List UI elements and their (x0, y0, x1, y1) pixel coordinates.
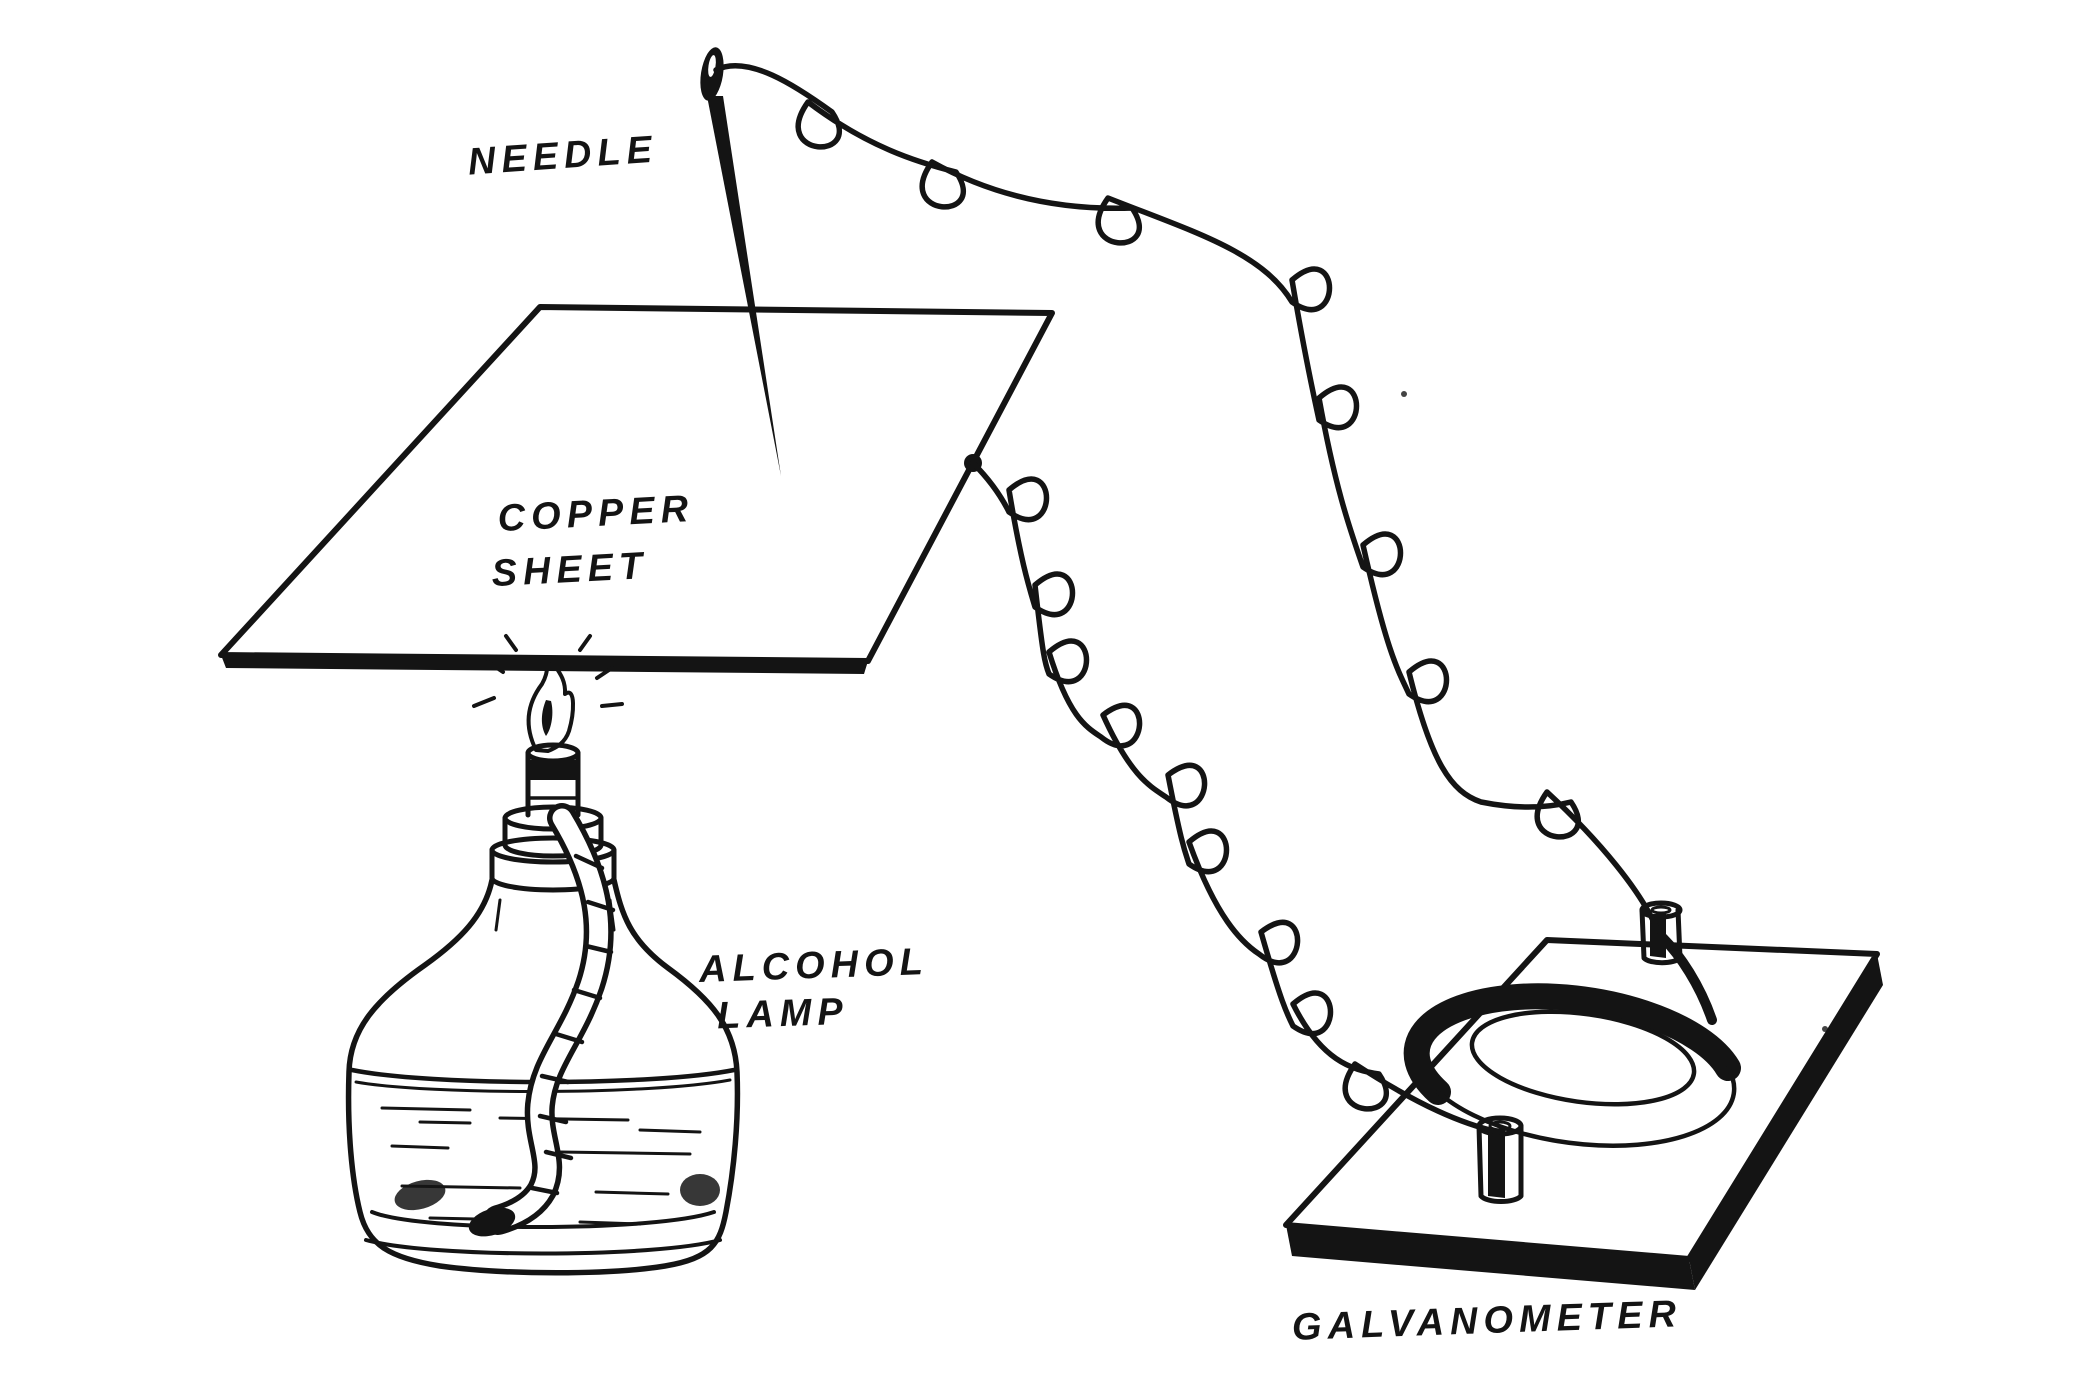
coil-lead-to-post (1658, 933, 1717, 1025)
alcohol-lamp-illustration (345, 634, 741, 1276)
copper-sheet-illustration (218, 304, 1055, 674)
galvanometer-board-right-edge (1689, 954, 1883, 1290)
wick-hatch-strokes (529, 853, 616, 1196)
burner-dark-band (528, 760, 578, 780)
copper-sheet-label-line2: SHEET (491, 545, 650, 595)
alcohol-lamp-label-line1: ALCOHOL (697, 941, 929, 991)
heat-spark-strokes (472, 634, 624, 708)
copper-sheet-surface (218, 304, 1055, 664)
glass-shading-blotch-right (680, 1174, 720, 1206)
wick-end-blob (468, 1207, 516, 1237)
copper-sheet-thick-edge (221, 655, 868, 674)
galvanometer-illustration (1283, 900, 1883, 1290)
wire-needle-to-galvanometer (713, 63, 1664, 937)
copper-sheet-label-line1: COPPER (497, 488, 695, 540)
galvanometer-board-front-edge (1286, 1225, 1695, 1290)
flame-core (541, 700, 553, 736)
needle-label: NEEDLE (467, 128, 660, 183)
liquid-hatch-strokes (380, 898, 702, 1226)
wire-copper-sheet-to-galvanometer (970, 460, 1501, 1135)
lamp-base-foot-line (364, 1238, 722, 1256)
galvanometer-label: GALVANOMETER (1291, 1293, 1682, 1349)
binding-post-left-shade (1488, 1130, 1505, 1198)
lamp-base-inner-line (370, 1210, 716, 1229)
needle-shaft (707, 96, 781, 476)
ink-specks (1401, 391, 1828, 1032)
flame-illustration (472, 634, 624, 753)
wick-tube (468, 803, 616, 1237)
alcohol-lamp-label-line2: LAMP (716, 991, 849, 1038)
glass-shading-blotch-left (394, 1179, 446, 1211)
